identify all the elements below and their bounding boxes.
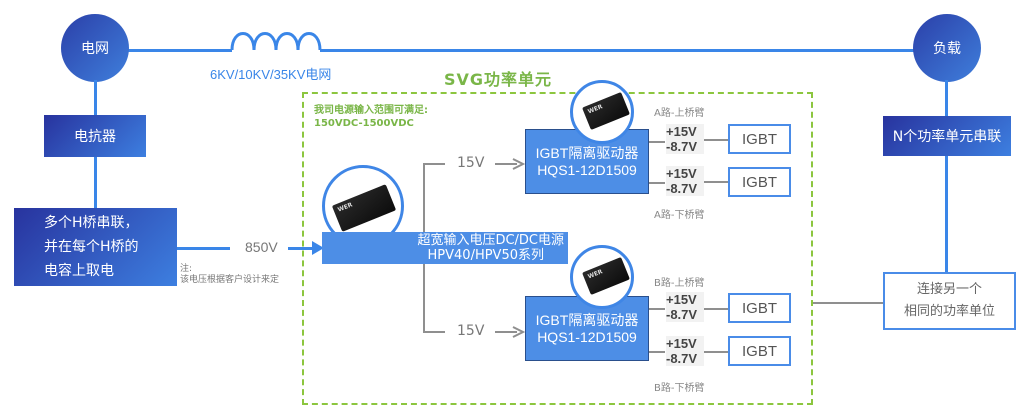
arrow-icon <box>495 326 525 338</box>
igbt-b-lower: IGBT <box>728 336 791 366</box>
wire-series-connect <box>945 156 948 272</box>
note-text: 该电压根据客户设计来定 <box>180 275 280 285</box>
branch-voltage-bottom: 15V <box>457 323 485 339</box>
hbridge-line1: 多个H桥串联， <box>44 215 139 231</box>
branch-voltage-top: 15V <box>457 155 485 171</box>
driver-b-lower-arm: B路-下桥臂 <box>654 383 705 394</box>
wire-b2 <box>649 351 665 353</box>
input-range-value: 150VDC-1500VDC <box>314 118 414 129</box>
driver-b-model: HQS1-12D1509 <box>537 328 637 345</box>
grid-line-left <box>120 49 232 52</box>
voltage-a-lower: +15V-8.7V <box>666 166 704 196</box>
driver-b-upper-arm: B路-上桥臂 <box>654 278 705 289</box>
chip-brand: WER <box>586 103 604 116</box>
connect-line1: 连接另一个 <box>916 282 982 297</box>
reactor-box: 电抗器 <box>44 115 146 157</box>
arrow-icon <box>495 158 525 170</box>
pos-voltage: +15V <box>666 124 697 139</box>
dcdc-title: 超宽输入电压DC/DC电源 <box>417 233 564 248</box>
wire-hbridge-850 <box>177 247 230 250</box>
chip-brand: WER <box>336 201 354 214</box>
branch-trunk-lower <box>423 264 425 332</box>
chip-brand: WER <box>586 268 604 281</box>
dcdc-series: HPV40/HPV50系列 <box>427 248 544 263</box>
dc-input-voltage: 850V <box>245 239 278 255</box>
grid-node: 电网 <box>61 14 129 82</box>
driver-b-box: IGBT隔离驱动器 HQS1-12D1509 <box>525 296 649 361</box>
n-series-label: N个功率单元串联 <box>892 129 1002 145</box>
wire-grid-reactor <box>94 80 97 115</box>
load-node: 负载 <box>913 14 981 82</box>
wire-reactor-hbridge <box>94 157 97 209</box>
wire-a2 <box>649 182 665 184</box>
line-voltage-label: 6KV/10KV/35KV电网 <box>210 67 332 82</box>
neg-voltage: -8.7V <box>666 351 698 366</box>
branch-top <box>423 163 445 165</box>
neg-voltage: -8.7V <box>666 181 698 196</box>
connect-other-box: 连接另一个 相同的功率单位 <box>883 272 1016 330</box>
driver-a-title: IGBT隔离驱动器 <box>535 144 639 161</box>
svg-unit-frame <box>302 92 813 405</box>
hbridge-line3: 电容上取电 <box>44 263 114 279</box>
load-label: 负载 <box>933 41 961 57</box>
wire-load-series <box>945 80 948 116</box>
neg-voltage: -8.7V <box>666 139 698 154</box>
wire-b4 <box>704 351 728 353</box>
grid-label: 电网 <box>81 41 109 57</box>
voltage-a-upper: +15V-8.7V <box>666 124 704 154</box>
driver-b-product-image: WER <box>570 245 634 309</box>
svg-unit-title: SVG功率单元 <box>444 70 553 89</box>
reactor-label: 电抗器 <box>74 129 116 145</box>
dcdc-box: 超宽输入电压DC/DC电源 HPV40/HPV50系列 <box>322 232 568 264</box>
driver-a-model: HQS1-12D1509 <box>537 161 637 178</box>
driver-a-upper-arm: A路-上桥臂 <box>654 108 705 119</box>
pos-voltage: +15V <box>666 292 697 307</box>
wire-a1 <box>649 141 665 143</box>
voltage-b-lower: +15V-8.7V <box>666 336 704 366</box>
hbridge-box: 多个H桥串联， 并在每个H桥的 电容上取电 <box>14 208 177 286</box>
connect-line2: 相同的功率单位 <box>903 304 995 319</box>
inductor-icon <box>230 32 322 51</box>
neg-voltage: -8.7V <box>666 307 698 322</box>
pos-voltage: +15V <box>666 336 697 351</box>
hbridge-line2: 并在每个H桥的 <box>44 239 139 255</box>
driver-b-title: IGBT隔离驱动器 <box>535 311 639 328</box>
wire-a4 <box>704 181 728 183</box>
wire-a3 <box>704 139 728 141</box>
pos-voltage: +15V <box>666 166 697 181</box>
voltage-b-upper: +15V-8.7V <box>666 292 704 322</box>
wire-frame-connect <box>813 302 883 304</box>
input-range-note: 我司电源输入范围可满足: 150VDC-1500VDC <box>314 104 428 130</box>
grid-line-right <box>320 49 920 52</box>
voltage-note: 注: 该电压根据客户设计来定 <box>180 264 279 286</box>
igbt-a-lower: IGBT <box>728 167 791 197</box>
igbt-b-upper: IGBT <box>728 293 791 323</box>
wire-b3 <box>704 308 728 310</box>
branch-bottom <box>423 331 445 333</box>
n-series-box: N个功率单元串联 <box>883 116 1011 156</box>
driver-a-lower-arm: A路-下桥臂 <box>654 210 705 221</box>
wire-b1 <box>649 308 665 310</box>
igbt-a-upper: IGBT <box>728 124 791 154</box>
input-range-label: 我司电源输入范围可满足: <box>314 105 428 116</box>
note-label: 注: <box>180 264 193 274</box>
branch-trunk <box>423 163 425 232</box>
driver-a-product-image: WER <box>570 80 634 144</box>
arrow-icon <box>312 241 324 255</box>
